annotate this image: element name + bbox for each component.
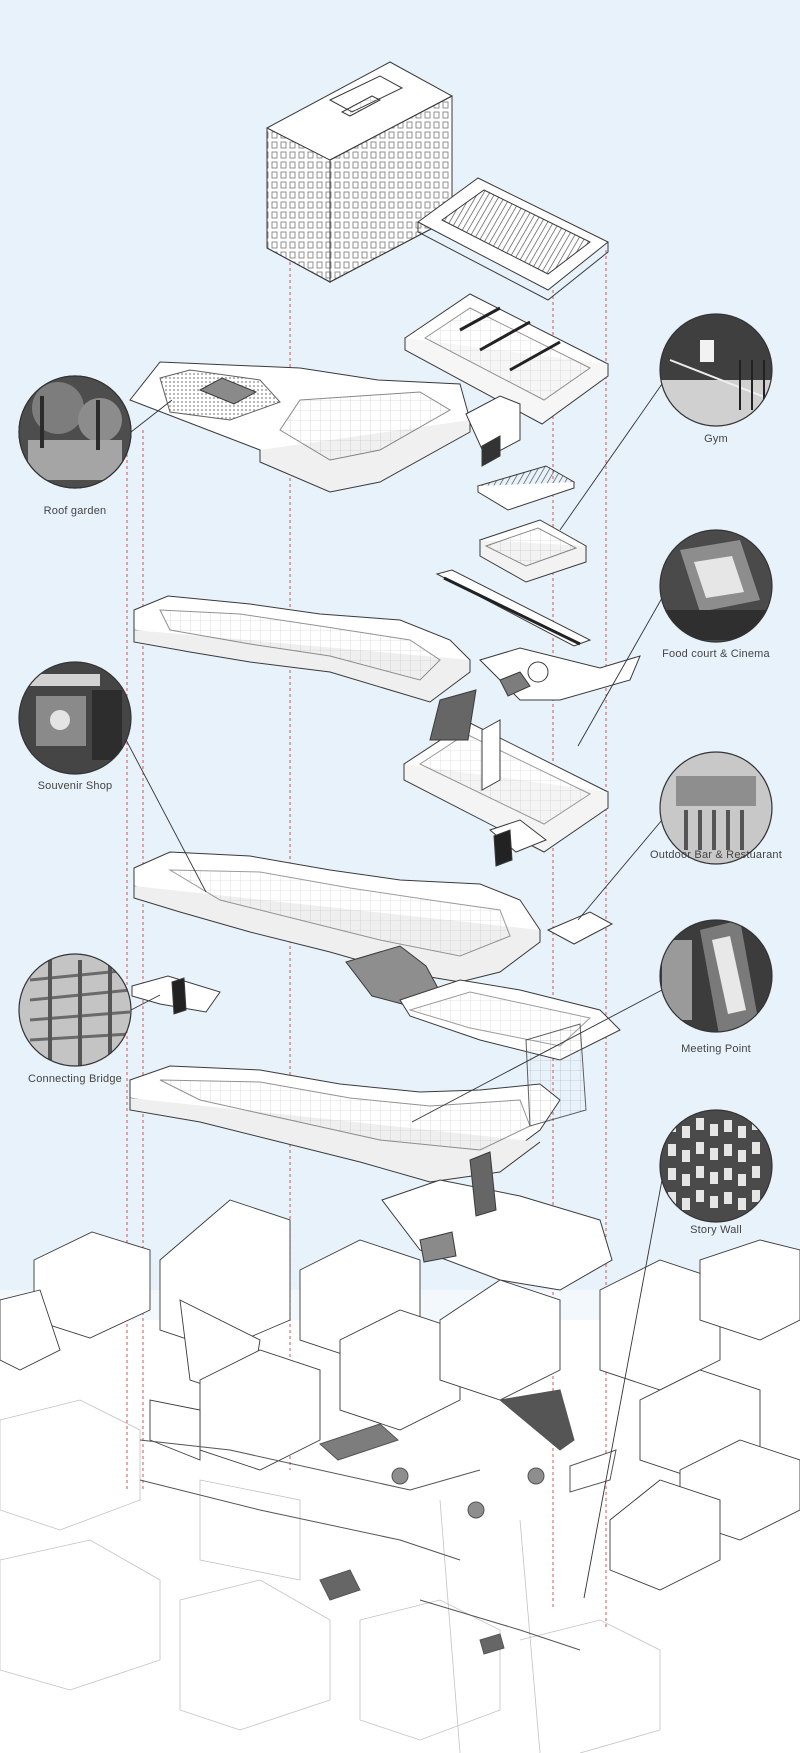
food-court-box [403, 689, 609, 867]
food-court-level [133, 569, 641, 703]
connecting-bridge-photo [18, 953, 132, 1067]
label-story-wall: Story Wall [690, 1224, 742, 1236]
label-food-court-cinema: Food court & Cinema [662, 648, 770, 660]
ground-deck-level [129, 1023, 613, 1291]
story-wall-photo [659, 1109, 773, 1223]
label-gym: Gym [704, 433, 728, 445]
label-souvenir-shop: Souvenir Shop [37, 780, 113, 792]
outdoor-bar-photo [659, 751, 773, 865]
street-elements [139, 1389, 617, 1655]
connecting-bridge-piece [131, 975, 221, 1015]
gym-photo [659, 313, 773, 427]
hotel-tower [266, 61, 453, 283]
label-roof-garden: Roof garden [43, 505, 107, 517]
leader-lines [123, 383, 663, 1599]
roof-garden-level [129, 361, 521, 493]
gym-block [476, 465, 588, 583]
label-outdoor-bar: Outdoor Bar & Restuarant [650, 849, 782, 861]
cinema-level [404, 293, 609, 425]
souvenir-shop-photo [18, 661, 132, 775]
city-massing [0, 1199, 800, 1591]
label-connecting-bridge: Connecting Bridge [28, 1073, 122, 1085]
food-court-photo [659, 529, 773, 643]
pavilion-roof [417, 177, 609, 301]
meeting-point-photo [659, 919, 773, 1033]
city-faint [0, 1399, 661, 1753]
label-meeting-point: Meeting Point [681, 1043, 751, 1055]
roof-garden-photo [18, 375, 132, 489]
